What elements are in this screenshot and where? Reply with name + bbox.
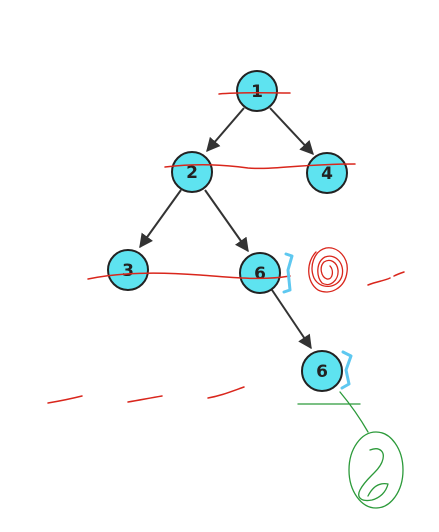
annotations (47, 92, 405, 509)
tree-node: 1 (236, 70, 278, 112)
node-circle (171, 151, 213, 193)
red-dash (47, 395, 83, 404)
green-scribble (358, 448, 389, 502)
node-circle (239, 252, 281, 294)
tree-node: 3 (107, 249, 149, 291)
red-dash (367, 277, 391, 286)
node-circle (306, 152, 348, 194)
red-strike-line (218, 92, 291, 95)
edge-2-6 (204, 189, 249, 253)
red-dash (393, 271, 405, 277)
node-label: 3 (122, 261, 134, 281)
node-label: 2 (186, 163, 198, 183)
node-circle (107, 249, 149, 291)
edge-1-2 (206, 107, 245, 153)
edge-6-6 (271, 289, 312, 350)
node-label: 6 (254, 264, 266, 284)
node-circle (301, 350, 343, 392)
red-dash (127, 395, 163, 403)
tree-node: 6 (239, 252, 281, 294)
blue-bracket (340, 350, 353, 390)
red-strike-line (164, 163, 356, 170)
blue-bracket (282, 252, 294, 294)
edge-1-4 (269, 107, 314, 156)
node-label: 4 (321, 164, 333, 184)
tree-node: 4 (306, 152, 348, 194)
edges (139, 107, 314, 350)
green-circle (348, 431, 404, 509)
red-scribble (308, 247, 348, 293)
red-strike-line (87, 272, 291, 280)
green-line (339, 391, 369, 433)
node-circle (236, 70, 278, 112)
edge-2-3 (139, 189, 182, 249)
node-label: 1 (251, 82, 263, 102)
red-dash (207, 386, 245, 399)
node-label: 6 (316, 362, 328, 382)
tree-node: 2 (171, 151, 213, 193)
tree-node: 6 (301, 350, 343, 392)
